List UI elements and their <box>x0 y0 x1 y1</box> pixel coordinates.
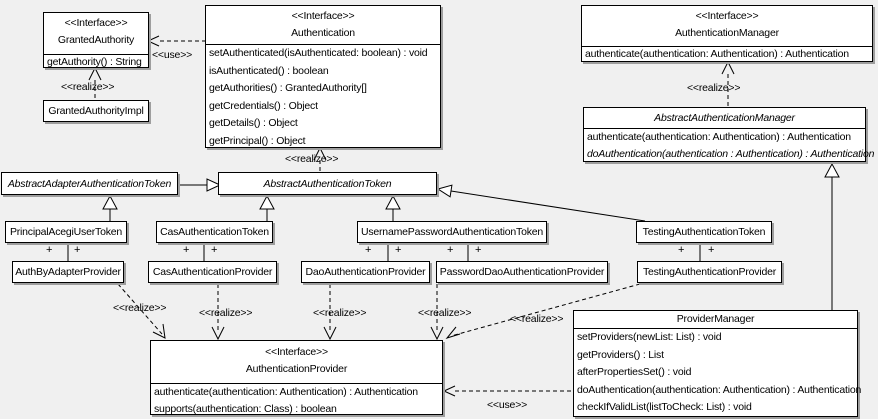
edge-realize-auth-by-adapter-provider <box>117 283 166 339</box>
edge-gen-principal-acegi-user-token <box>102 194 118 221</box>
method: authenticate(authentication: Authenticat… <box>154 386 418 398</box>
method: isAuthenticated() : boolean <box>209 64 329 77</box>
stereotype: <<Interface>> <box>291 10 355 22</box>
edge-gen-username-password-token <box>385 194 401 221</box>
edge-realize-cas-authentication-provider <box>211 284 225 341</box>
method: getAuthority() : String <box>47 56 142 68</box>
realize-label: <<realize>> <box>199 307 253 319</box>
stereotype: <<Interface>> <box>265 346 328 358</box>
class-name: AbstractAdapterAuthenticationToken <box>7 177 172 190</box>
class-name: TestingAuthenticationToken <box>642 226 766 238</box>
edge-gen-testing-authentication-token <box>436 184 646 222</box>
class-name: DaoAuthenticationProvider <box>305 266 426 278</box>
plus-adornment: + <box>211 244 218 256</box>
method: getCredentials() : Object <box>209 99 318 112</box>
class-username-password-authentication-token: UsernamePasswordAuthenticationToken <box>357 221 547 243</box>
method: getProviders() : List <box>577 348 664 361</box>
plus-adornment: + <box>183 244 190 256</box>
stereotype: <<Interface>> <box>695 10 759 22</box>
edge-realize-testing-provider <box>445 283 641 339</box>
class-authentication-provider: <<Interface>> AuthenticationProvider aut… <box>150 340 443 415</box>
plus-adornment: + <box>74 244 81 256</box>
plus-adornment: + <box>365 244 372 256</box>
class-testing-authentication-provider: TestingAuthenticationProvider <box>637 261 782 283</box>
class-name: TestingAuthenticationProvider <box>642 266 777 278</box>
edge-use-provider-manager <box>442 385 573 397</box>
realize-label: <<realize>> <box>510 313 564 325</box>
class-name: AuthByAdapterProvider <box>15 266 121 278</box>
class-auth-by-adapter-provider: AuthByAdapterProvider <box>12 261 124 283</box>
method: setAuthenticated(isAuthenticated: boolea… <box>209 47 428 59</box>
class-abstract-authentication-manager: AbstractAuthenticationManager authentica… <box>583 107 875 162</box>
edge-realize-password-dao-provider <box>430 284 444 341</box>
plus-adornment: + <box>46 244 53 256</box>
edge-use-granted-authority <box>146 35 205 47</box>
class-name: ProviderManager <box>676 313 755 325</box>
method: checkIfValidList(listToCheck: List) : vo… <box>577 401 752 414</box>
class-name: AuthenticationProvider <box>245 363 348 375</box>
class-name: PasswordDaoAuthenticationProvider <box>439 266 605 278</box>
class-granted-authority-impl: GrantedAuthorityImpl <box>43 100 149 122</box>
realize-label: <<realize>> <box>313 307 367 319</box>
edge-realize-abstract-authentication-manager <box>721 60 735 107</box>
class-password-dao-authentication-provider: PasswordDaoAuthenticationProvider <box>436 261 608 283</box>
use-label: <<use>> <box>487 399 528 411</box>
class-testing-authentication-token: TestingAuthenticationToken <box>636 221 772 243</box>
class-cas-authentication-provider: CasAuthenticationProvider <box>148 261 277 283</box>
method: authenticate(authentication: Authenticat… <box>587 131 851 143</box>
class-name: GrantedAuthorityImpl <box>48 105 144 117</box>
edge-gen-provider-manager <box>824 162 840 310</box>
edge-realize-dao-authentication-provider <box>323 284 337 341</box>
class-name: PrincipalAcegiUserToken <box>9 226 123 238</box>
method: doAuthentication(authentication: Authent… <box>577 383 862 396</box>
method: doAuthentication(authentication : Authen… <box>587 147 875 160</box>
class-granted-authority: <<Interface>> GrantedAuthority getAuthor… <box>43 12 149 68</box>
plus-adornment: + <box>708 244 715 256</box>
plus-adornment: + <box>447 244 454 256</box>
plus-adornment: + <box>678 244 685 256</box>
plus-adornment: + <box>395 244 402 256</box>
class-name: AuthenticationManager <box>675 27 779 39</box>
edge-gen-abstract-adapter-token <box>178 178 222 192</box>
class-cas-authentication-token: CasAuthenticationToken <box>156 221 273 243</box>
realize-label: <<realize>> <box>418 307 472 319</box>
method: authenticate(authentication: Authenticat… <box>585 48 849 60</box>
realize-label: <<realize>> <box>687 82 741 94</box>
edge-assoc-token-provider <box>67 243 701 261</box>
class-name: GrantedAuthority <box>57 34 135 46</box>
method: getAuthorities() : GrantedAuthority[] <box>209 82 367 95</box>
plus-adornment: + <box>475 244 482 256</box>
class-abstract-adapter-authentication-token: AbstractAdapterAuthenticationToken <box>1 172 178 195</box>
realize-label: <<realize>> <box>285 153 339 165</box>
class-name: CasAuthenticationToken <box>160 226 269 238</box>
class-authentication-manager: <<Interface>> AuthenticationManager auth… <box>581 5 873 62</box>
method: getDetails() : Object <box>209 117 298 130</box>
method: supports(authentication: Class) : boolea… <box>154 402 337 415</box>
edge-realize-abstract-authentication-token <box>313 146 327 172</box>
class-provider-manager: ProviderManager setProviders(newList: Li… <box>573 310 862 417</box>
class-name: AbstractAuthenticationManager <box>654 112 795 124</box>
edge-realize-granted-authority-impl <box>88 66 102 100</box>
use-label: <<use>> <box>152 49 193 61</box>
class-authentication: <<Interface>> Authentication setAuthenti… <box>205 5 441 148</box>
realize-label: <<realize>> <box>113 302 167 314</box>
stereotype: <<Interface>> <box>64 17 128 29</box>
edge-gen-cas-authentication-token <box>259 194 275 221</box>
method: afterPropertiesSet() : void <box>577 366 692 379</box>
class-name: Authentication <box>291 27 355 39</box>
class-dao-authentication-provider: DaoAuthenticationProvider <box>301 261 430 283</box>
method: getPrincipal() : Object <box>209 134 306 147</box>
class-name: AbstractAuthenticationToken <box>263 177 392 190</box>
class-abstract-authentication-token: AbstractAuthenticationToken <box>218 172 437 195</box>
method: setProviders(newList: List) : void <box>577 331 722 343</box>
realize-label: <<realize>> <box>61 81 115 93</box>
class-name: UsernamePasswordAuthenticationToken <box>360 226 544 238</box>
class-principal-acegi-user-token: PrincipalAcegiUserToken <box>5 221 127 243</box>
class-name: CasAuthenticationProvider <box>152 266 273 278</box>
